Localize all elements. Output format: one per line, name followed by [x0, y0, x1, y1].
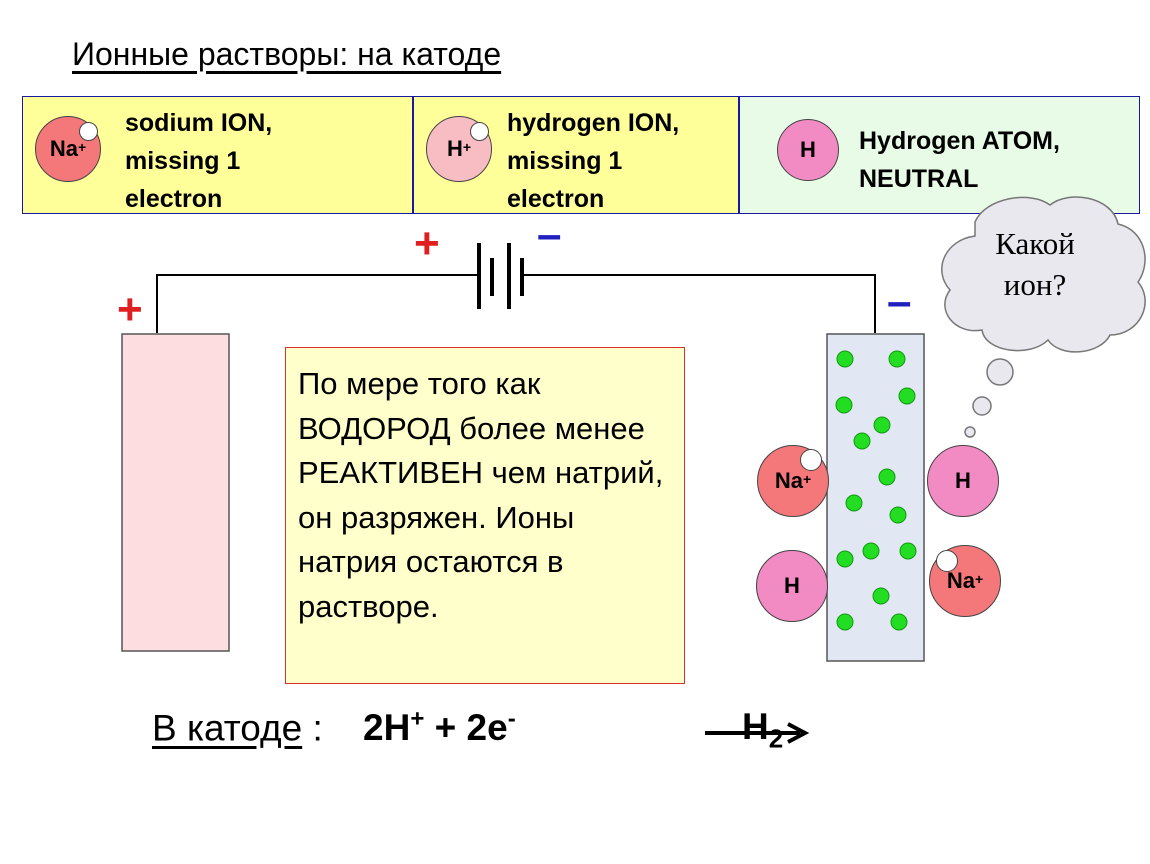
cathode-plate: [826, 333, 925, 662]
gas-bubble: [872, 587, 890, 605]
equation-product-symbol: H: [742, 706, 769, 747]
hydrogen-atom-icon: H: [756, 550, 828, 622]
hydrogen-ion-description: hydrogen ION, missing 1 electron: [507, 109, 680, 213]
thought-bubble: [941, 196, 1146, 438]
gas-bubble: [889, 506, 907, 524]
cathode-equation: В катоде : 2H+ + 2e-: [152, 706, 516, 749]
gas-bubble: [873, 416, 891, 434]
hydrogen-gas-bubbles: [835, 350, 917, 631]
thought-bubble-text: Какой ион?: [995, 226, 1075, 302]
na2-symbol: Na: [946, 568, 975, 593]
thought-dot-small: [964, 426, 976, 438]
sodium-ion-icon: Na+: [35, 116, 101, 182]
h1-symbol: H: [955, 468, 971, 493]
battery-positive-sign: +: [414, 219, 440, 268]
legend-hydrogen-atom: H Hydrogen ATOM, NEUTRAL: [739, 96, 1140, 214]
gas-bubble: [835, 396, 853, 414]
sodium-ion-description: sodium ION, missing 1 electron: [125, 109, 273, 213]
equation-product: H2: [742, 706, 783, 754]
gas-bubble: [836, 550, 854, 568]
hydrogen-ion-symbol: H: [446, 136, 463, 161]
h2-symbol: H: [784, 573, 800, 598]
hydrogen-atom-description: Hydrogen ATOM, NEUTRAL: [859, 127, 1060, 193]
equation-reactant-charge: +: [410, 706, 425, 733]
circuit-wire-right: [523, 274, 876, 333]
reaction-arrow: [705, 722, 810, 744]
gas-bubble: [845, 494, 863, 512]
gas-bubble: [862, 542, 880, 560]
legend-sodium-ion: Na+ sodium ION, missing 1 electron: [22, 96, 413, 214]
gas-bubble: [899, 542, 917, 560]
gas-bubble: [890, 613, 908, 631]
explanation-box: По мере того как ВОДОРОД более менее РЕА…: [285, 347, 685, 684]
sodium-ion-icon: Na+: [929, 545, 1001, 617]
gas-bubble: [836, 613, 854, 631]
cathode-negative-sign: –: [887, 277, 912, 326]
sodium-ion-charge: +: [77, 139, 87, 155]
gas-bubble: [853, 432, 871, 450]
sodium-ion-symbol: Na: [49, 136, 78, 161]
equation-reactants: 2H: [363, 707, 411, 749]
na1-symbol: Na: [774, 468, 803, 493]
equation-label: В катоде: [152, 707, 303, 749]
na1-charge: +: [802, 471, 812, 487]
anode-plate: [121, 333, 230, 652]
battery-negative-sign: –: [537, 210, 562, 259]
page-title: Ионные растворы: на катоде: [72, 36, 502, 72]
equation-electron-charge: -: [507, 706, 516, 733]
thought-dot-large: [986, 358, 1014, 386]
equation-separator: :: [302, 707, 323, 749]
thought-dot-medium: [972, 396, 992, 416]
equation-electrons: + 2e: [424, 707, 508, 749]
battery-icon: [477, 243, 524, 309]
sodium-ion-icon: Na+: [757, 445, 829, 517]
hydrogen-atom-icon: H: [927, 445, 999, 517]
equation-product-subscript: 2: [768, 723, 784, 754]
circuit-wire-left: [156, 274, 478, 333]
gas-bubble: [898, 387, 916, 405]
legend-hydrogen-ion: H+ hydrogen ION, missing 1 electron: [413, 96, 739, 214]
gas-bubble: [836, 350, 854, 368]
gas-bubble: [888, 350, 906, 368]
anode-positive-sign: +: [117, 285, 143, 334]
na2-charge: +: [974, 571, 984, 587]
hydrogen-atom-icon: H: [777, 119, 839, 181]
hydrogen-ion-icon: H+: [426, 116, 492, 182]
hydrogen-ion-charge: +: [462, 139, 472, 155]
hydrogen-atom-symbol: H: [800, 137, 816, 162]
gas-bubble: [878, 468, 896, 486]
